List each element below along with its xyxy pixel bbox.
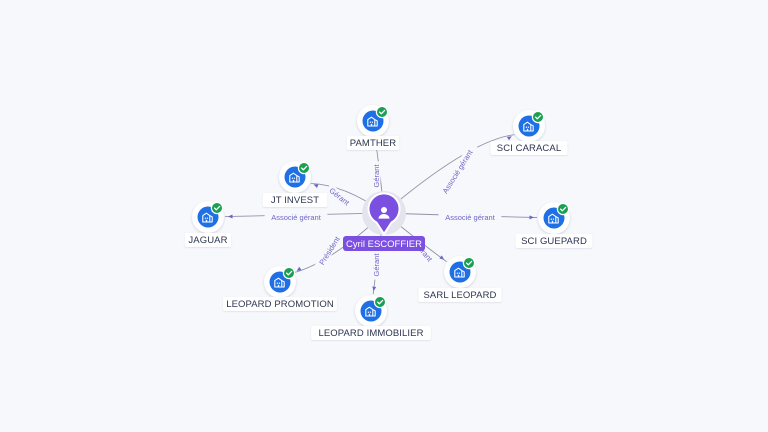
edge-label: Associé gérant [264,212,328,222]
company-label-bg [223,297,337,311]
center-node[interactable]: Cyril ESCOFFIER [343,191,425,251]
nodes-layer: PAMTHER JT INVEST JAGUAR LEOPARD PROMOTION L… [184,105,593,340]
edge-arrow [529,215,534,220]
company-label-bg [311,326,431,340]
company-node-sci-caracal[interactable]: SCI CARACAL [490,110,568,155]
company-label-bg [262,193,328,207]
building-icon [367,116,378,127]
building-icon [274,277,285,288]
edge-label-text: Gérant [372,164,381,188]
company-label-bg [515,234,593,248]
building-icon [548,213,559,224]
edge-label: Gérant [371,161,381,191]
company-name: SCI GUEPARD [521,236,587,247]
edge-jaguar: Associé gérant [224,212,385,222]
company-node-jaguar[interactable]: JAGUAR [184,201,232,247]
edge-label-bg [371,250,381,280]
edge-label-text: Associé gérant [441,148,475,196]
company-name: SARL LEOPARD [423,290,496,301]
edge-line [383,134,515,214]
edge-label: Gérant [371,250,381,280]
edge-label-bg [438,212,502,222]
edge-sci-guepard: Associé gérant [383,212,538,222]
check-badge-icon [462,256,476,270]
edge-arrow [313,184,319,188]
company-node-leopard-promotion[interactable]: LEOPARD PROMOTION [223,266,337,311]
check-badge-icon [375,105,389,119]
check-badge-icon [282,266,296,280]
check-badge-icon [373,295,387,309]
edge-arrow [372,286,377,292]
company-name: LEOPARD PROMOTION [226,299,334,310]
edge-label-text: Associé gérant [445,213,496,222]
check-badge-icon [210,201,224,215]
company-label-bg [346,136,400,150]
edge-label-bg [325,183,354,209]
edge-label-bg [436,142,478,201]
edge-arrow [439,255,445,260]
building-icon [202,212,213,223]
edge-label-text: Associé gérant [271,213,322,222]
edge-label: Associé gérant [438,212,502,222]
company-node-pamther[interactable]: PAMTHER [346,105,400,150]
building-icon [289,172,300,183]
building-icon [523,121,534,132]
center-label-bg [343,236,425,251]
check-badge-icon [556,202,570,216]
company-name: LEOPARD IMMOBILIER [318,328,423,339]
edge-label: Gérant [325,183,354,209]
check-badge-icon [297,161,311,175]
company-name: JAGUAR [188,235,227,246]
edge-label-bg [371,161,381,191]
building-icon [454,267,465,278]
company-node-sarl-leopard[interactable]: SARL LEOPARD [418,256,502,302]
check-badge-icon [531,110,545,124]
edge-arrow [506,136,512,141]
edge-label-text: Gérant [372,253,381,277]
center-name: Cyril ESCOFFIER [346,239,422,250]
company-name: SCI CARACAL [497,143,561,154]
edge-label: Président [314,230,345,271]
edge-arrow [296,266,302,271]
edge-label-bg [264,212,328,222]
person-marker [367,192,401,236]
company-label-bg [184,233,232,247]
person-icon [378,207,390,219]
edge-label: Associé gérant [436,142,478,201]
edge-arrow [228,214,233,219]
company-node-sci-guepard[interactable]: SCI GUEPARD [515,202,593,248]
company-node-leopard-immobilier[interactable]: LEOPARD IMMOBILIER [311,295,431,340]
edge-label-bg [314,230,345,271]
company-label-bg [418,288,502,302]
company-name: JT INVEST [271,195,319,206]
company-name: PAMTHER [350,138,396,149]
company-node-jt-invest[interactable]: JT INVEST [262,161,328,207]
building-icon [365,306,376,317]
company-label-bg [490,141,568,155]
